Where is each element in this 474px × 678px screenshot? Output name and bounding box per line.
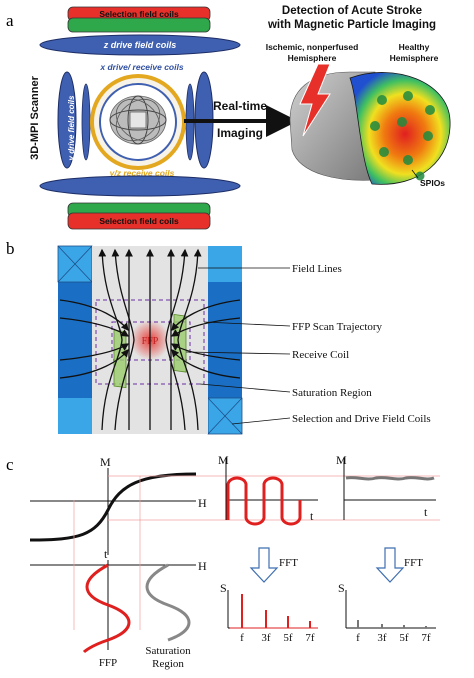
t-mid-label: t bbox=[310, 509, 314, 523]
m-mid-label: M bbox=[218, 453, 229, 467]
langevin-curve bbox=[29, 472, 197, 542]
saturation-wave-line2: Region bbox=[152, 658, 184, 670]
s-right-label: S bbox=[338, 581, 345, 595]
top-selection-coil: Selection field coils bbox=[67, 6, 211, 33]
harmonic-right-1: 3f bbox=[377, 632, 387, 644]
mid-spectrum-plot: S f 3f 5f 7f bbox=[220, 581, 318, 644]
selection-drive-coils bbox=[57, 245, 243, 435]
harmonic-right-3: 7f bbox=[421, 632, 431, 644]
spios-label: SPIOs bbox=[420, 178, 445, 188]
m-main-label: M bbox=[100, 455, 111, 469]
x-drive-coil-left bbox=[81, 83, 91, 161]
harmonic-right-0: f bbox=[356, 632, 360, 644]
bottom-selection-coil: Selection field coils bbox=[67, 202, 211, 230]
right-time-wave bbox=[345, 476, 435, 481]
selection-drive-label: Selection and Drive Field Coils bbox=[292, 413, 431, 425]
h-main-label: H bbox=[198, 496, 207, 510]
saturation-region-label: Saturation Region bbox=[292, 387, 372, 399]
m-right-label: M bbox=[336, 453, 347, 467]
s-mid-label: S bbox=[220, 581, 227, 595]
fft-arrow-right: FFT bbox=[375, 547, 423, 583]
mid-spectrum-peaks bbox=[230, 594, 318, 629]
magnetization-curve-plot: M H t bbox=[29, 455, 207, 561]
harmonic-mid-2: 5f bbox=[283, 632, 293, 644]
right-spectrum-peaks bbox=[357, 620, 427, 628]
callout-lines bbox=[185, 267, 291, 425]
panel-c-label: c bbox=[6, 455, 14, 474]
ischemic-line2: Hemisphere bbox=[288, 53, 337, 63]
heatmap-hemisphere bbox=[349, 72, 451, 185]
ffp-trajectory-label: FFP Scan Trajectory bbox=[292, 321, 383, 333]
t-right-label: t bbox=[424, 505, 428, 519]
realtime-line2: Imaging bbox=[217, 126, 263, 140]
z-drive-coil-bottom bbox=[39, 175, 241, 197]
brain-image: SPIOs bbox=[289, 63, 451, 188]
healthy-line1: Healthy bbox=[399, 42, 430, 52]
field-lines-label: Field Lines bbox=[292, 263, 342, 275]
t-main-label: t bbox=[104, 547, 108, 561]
harmonic-mid-3: 7f bbox=[305, 632, 315, 644]
panel-a: a Selection field coils z drive field co… bbox=[6, 5, 451, 230]
ischemic-line1: Ischemic, nonperfused bbox=[266, 42, 359, 52]
harmonic-right-2: 5f bbox=[399, 632, 409, 644]
ffp-drive-wave bbox=[82, 563, 131, 654]
drive-signal-plot: H FFP Saturation Region bbox=[30, 559, 207, 670]
mid-time-signal-plot: M t bbox=[218, 453, 318, 526]
panel-a-label: a bbox=[6, 11, 14, 30]
panel-c: c M H t H FFP Saturation Region bbox=[6, 453, 440, 670]
x-drive-label: x drive/ receive coils bbox=[99, 62, 183, 72]
field-lines bbox=[59, 248, 241, 431]
realtime-line1: Real-time bbox=[213, 99, 267, 113]
spio-dots bbox=[370, 91, 435, 181]
yz-receive-label: y/z receive coils bbox=[109, 168, 175, 178]
stroke-title-line2: with Magnetic Particle Imaging bbox=[267, 19, 436, 31]
z-drive-label: z drive field coils bbox=[103, 40, 177, 50]
bottom-selection-coil-label: Selection field coils bbox=[99, 216, 179, 226]
scanner-label: 3D-MPI Scanner bbox=[29, 75, 41, 159]
y-drive-coil-left bbox=[57, 71, 77, 169]
ffp-trajectory-box bbox=[111, 321, 191, 361]
fft-right-label: FFT bbox=[404, 557, 423, 569]
mid-time-wave bbox=[226, 476, 302, 526]
panel-b-label: b bbox=[6, 239, 15, 258]
h-lower-label: H bbox=[198, 559, 207, 573]
harmonic-mid-1: 3f bbox=[261, 632, 271, 644]
harmonic-mid-0: f bbox=[240, 632, 244, 644]
healthy-line2: Hemisphere bbox=[390, 53, 439, 63]
fft-arrow-mid: FFT bbox=[249, 547, 298, 583]
stroke-title-line1: Detection of Acute Stroke bbox=[282, 5, 422, 17]
z-drive-coil-top: z drive field coils bbox=[39, 34, 241, 56]
panel-b: b FFP bbox=[6, 239, 431, 435]
receive-coil-ring bbox=[90, 74, 186, 170]
right-spectrum-plot: S f 3f 5f 7f bbox=[338, 581, 436, 644]
saturation-drive-wave bbox=[145, 563, 191, 642]
saturation-wave-line1: Saturation bbox=[145, 645, 191, 657]
right-time-signal-plot: M t bbox=[336, 453, 436, 520]
ffp-wave-label: FFP bbox=[99, 657, 117, 669]
top-selection-coil-label: Selection field coils bbox=[99, 9, 179, 19]
guide-lines bbox=[73, 475, 440, 630]
y-drive-label: y drive field coils bbox=[67, 95, 76, 161]
stroke-bolt-icon bbox=[299, 63, 331, 137]
fft-mid-label: FFT bbox=[279, 557, 298, 569]
receive-coil-label: Receive Coil bbox=[292, 349, 349, 361]
